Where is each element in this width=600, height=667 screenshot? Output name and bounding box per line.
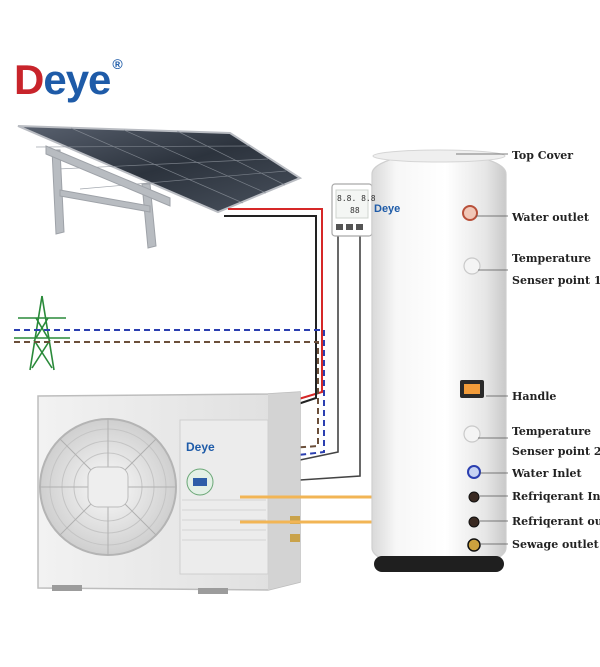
- label-temp-sensor-2-line2: Senser point 2: [512, 445, 600, 458]
- water-tank: [371, 149, 507, 572]
- controller-display: 8.8. 8.8: [337, 194, 376, 203]
- unit-brand-badge: Deye: [186, 440, 215, 454]
- deye-logo: Deye®: [14, 56, 123, 104]
- registered-mark: ®: [112, 56, 122, 72]
- fan-grille: [39, 418, 177, 556]
- refrigerant-out-fitting: [468, 516, 480, 528]
- label-temp-sensor-1-line2: Senser point 1: [512, 274, 600, 287]
- label-water-outlet: Water outlet: [512, 211, 589, 224]
- label-temp-sensor-2: Temperature: [512, 425, 592, 438]
- wall-controller: [331, 183, 373, 237]
- refrigerant-in-fitting: [468, 491, 480, 503]
- label-refrigerant-out: Refriqerant out: [512, 515, 600, 528]
- eco-badge-icon: [186, 468, 214, 496]
- sensor-1-fitting: [463, 257, 481, 275]
- tank-brand-badge: Deye: [374, 203, 401, 215]
- label-temp-sensor-1: Temperature: [512, 252, 592, 265]
- pylon-icon: [14, 295, 70, 371]
- water-outlet-fitting: [462, 205, 478, 221]
- sewage-outlet-fitting: [467, 538, 481, 552]
- label-refrigerant-in: Refriqerant In: [512, 490, 600, 503]
- label-handle: Handle: [512, 390, 557, 403]
- controller-display-2: 88: [350, 206, 360, 215]
- heat-pump-unit: [37, 391, 301, 594]
- label-top-cover: Top Cover: [512, 149, 574, 162]
- water-inlet-fitting: [467, 465, 481, 479]
- sensor-2-fitting: [463, 425, 481, 443]
- leader-lines: [456, 153, 508, 545]
- logo-rest: eye: [43, 56, 111, 103]
- label-sewage-outlet: Sewage outlet: [512, 538, 599, 551]
- solar-panel: [17, 125, 303, 249]
- logo-initial: D: [14, 56, 44, 103]
- label-water-inlet: Water Inlet: [512, 467, 582, 480]
